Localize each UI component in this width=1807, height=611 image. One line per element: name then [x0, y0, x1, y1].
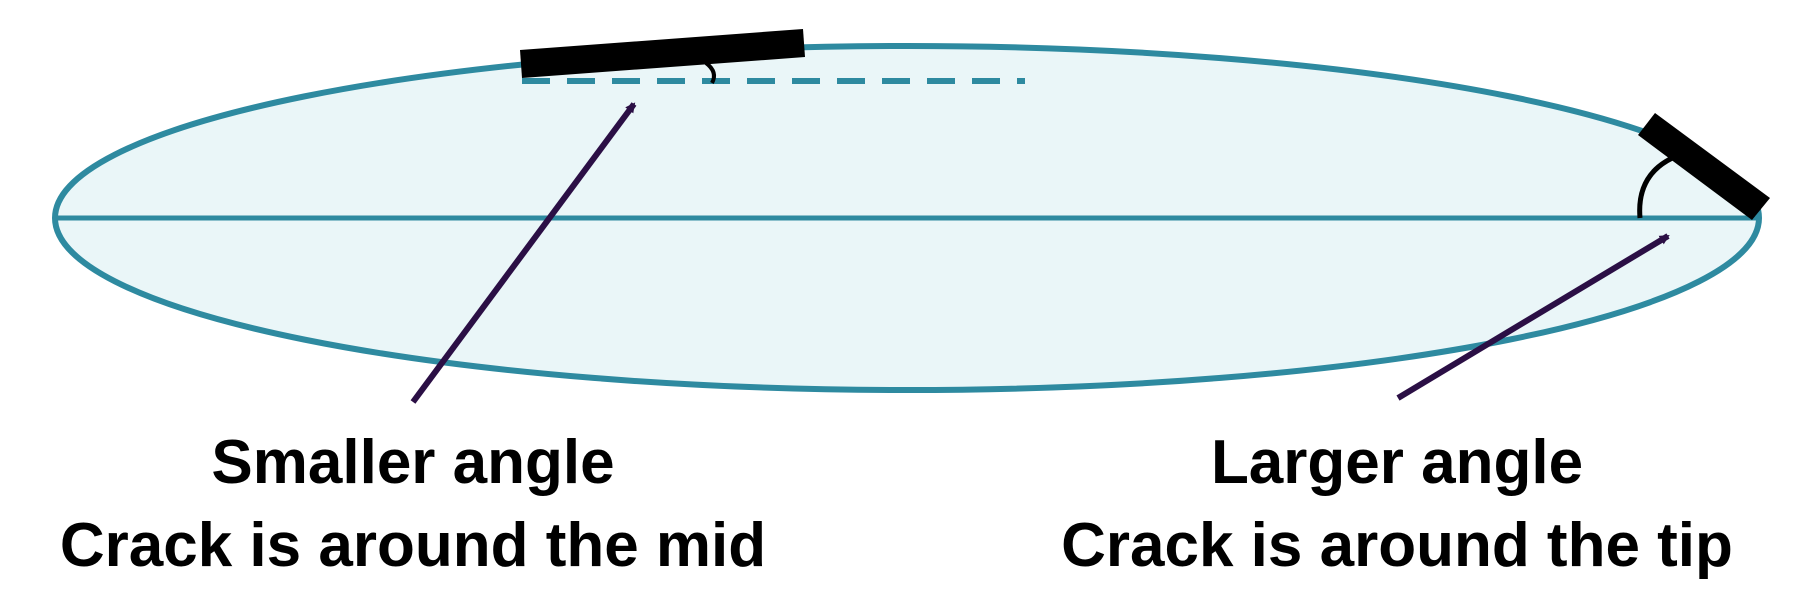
left-caption-line2: Crack is around the mid [60, 511, 766, 580]
large-angle-arc [1637, 151, 1683, 219]
tip-crack-bar [1638, 113, 1770, 220]
left-caption-line1: Smaller angle [211, 428, 614, 497]
tip-pointer-arrow [1396, 233, 1670, 401]
right-caption-line1: Larger angle [1211, 428, 1583, 497]
mid-crack-bar [520, 29, 805, 78]
right-caption-line2: Crack is around the tip [1061, 511, 1733, 580]
small-angle-arc [704, 61, 716, 84]
mid-pointer-arrow [410, 102, 637, 404]
